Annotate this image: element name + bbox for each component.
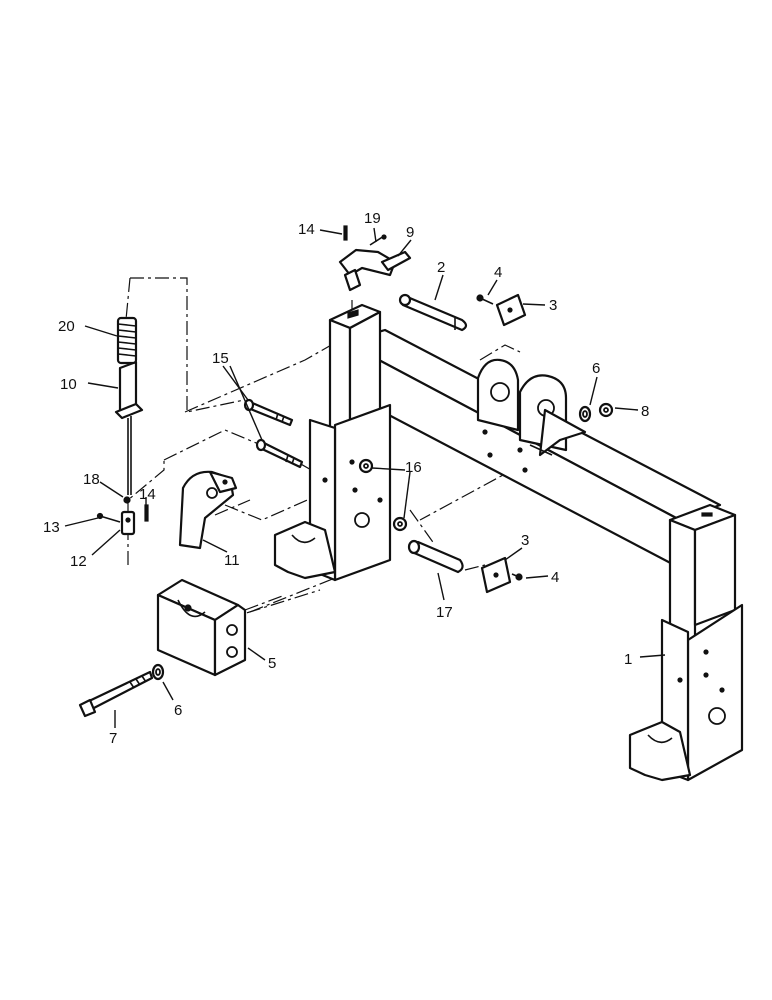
callout-12: 12 [70,553,87,570]
part-16-nuts [358,458,408,532]
right-plate-bolt-1 [703,649,709,655]
right-plate-bolt-3 [719,687,725,693]
part-6-washers [151,405,592,681]
part-4-screws [476,294,523,581]
right-plate-hole [708,707,726,725]
left-side-plate [333,403,392,582]
left-upright-slot [347,309,359,319]
callout-2: 2 [437,259,445,276]
callout-3-lower: 3 [521,532,529,549]
callout-7: 7 [109,730,117,747]
part-20-spring [116,316,138,365]
callout-20: 20 [58,318,75,335]
callout-11: 11 [224,552,240,569]
callout-9: 9 [406,224,414,241]
part-11-latch-block [178,470,238,550]
callout-8: 8 [641,403,649,420]
part-15-bolts [243,398,304,469]
left-plate-hole [354,512,370,528]
part-7-bolt [78,670,154,718]
left-plate-bolt-4 [322,477,328,483]
callout-4-upper: 4 [494,264,502,281]
right-plate-bolt-2 [703,672,709,678]
part-8-nut [598,402,614,418]
left-upright-side [348,310,382,427]
left-lower-hook [273,520,337,580]
part-13-pin [96,512,121,523]
callout-labels: 1 2 3 3 4 4 5 6 6 7 8 9 10 11 12 13 14 1… [43,210,649,747]
callout-14-upper: 14 [298,221,315,238]
callout-15: 15 [212,350,229,367]
right-upright-side [693,513,737,627]
callout-6-upper: 6 [592,360,600,377]
part-19-pin [369,234,387,246]
part-5-hook-bracket [156,578,247,677]
callout-13: 13 [43,519,60,536]
left-plate-bolt-1 [349,459,355,465]
left-plate-bolt-3 [377,497,383,503]
callout-10: 10 [60,376,77,393]
main-frame [273,303,744,782]
part-17-pin [407,539,464,574]
callout-14-lower: 14 [139,486,156,503]
part-2-pivot-pin [398,293,468,332]
part-9-latch-handle [338,248,412,292]
part-18-nut [123,496,131,504]
leader-lines [64,227,666,728]
callout-5: 5 [268,655,276,672]
part-3-plates [480,293,527,594]
left-plate-bolt-2 [352,487,358,493]
right-upright-slot [701,512,713,517]
callout-6-lower: 6 [174,702,182,719]
callout-16: 16 [405,459,422,476]
callout-4-lower: 4 [551,569,559,586]
part-10-latch-rod [114,360,144,495]
callout-19: 19 [364,210,381,227]
callout-1: 1 [624,651,632,668]
right-plate-bolt-4 [677,677,683,683]
callout-3-upper: 3 [549,297,557,314]
part-12-clevis [120,510,136,536]
callout-18: 18 [83,471,100,488]
callout-17: 17 [436,604,453,621]
pivot-brackets [476,358,587,457]
right-lower-hook [628,720,692,782]
